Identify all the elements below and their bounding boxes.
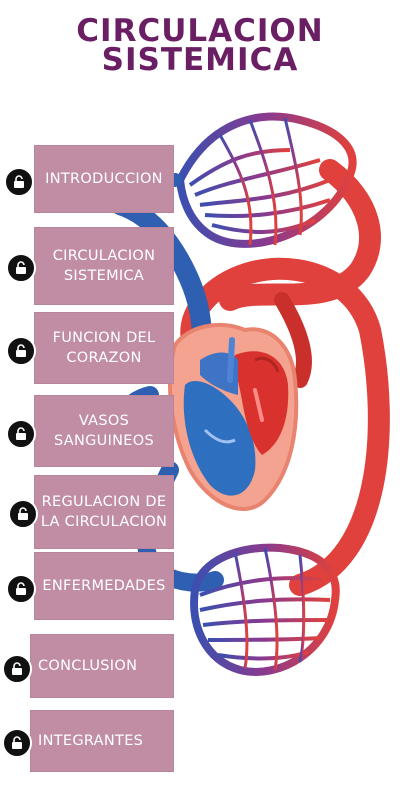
page-title-line1: CIRCULACION <box>76 13 324 49</box>
menu-item-label: FUNCION DEL CORAZON <box>52 330 156 366</box>
lock-open-icon <box>6 419 36 449</box>
menu-item-regulacion-de-la-circulacion[interactable]: REGULACION DE LA CIRCULACION <box>0 475 180 549</box>
lock-open-icon <box>6 253 36 283</box>
menu-item-conclusion[interactable]: CONCLUSION <box>0 634 180 698</box>
menu-item-enfermedades[interactable]: ENFERMEDADES <box>0 552 180 620</box>
heart <box>168 323 299 511</box>
lock-open-icon <box>2 728 32 758</box>
lock-open-icon <box>4 167 34 197</box>
page-title-line2: SISTEMICA <box>101 42 299 78</box>
menu-item-label: ENFERMEDADES <box>42 578 166 594</box>
menu-item-introduccion[interactable]: INTRODUCCION <box>0 145 180 213</box>
menu-item-label: CONCLUSION <box>38 658 138 674</box>
menu-item-label: VASOS SANGUINEOS <box>54 413 154 449</box>
menu-item-label: REGULACION DE LA CIRCULACION <box>40 494 168 530</box>
menu-item-vasos-sanguineos[interactable]: VASOS SANGUINEOS <box>0 395 180 467</box>
lock-open-icon <box>6 336 36 366</box>
menu-item-label: INTRODUCCION <box>45 171 163 187</box>
lock-open-icon <box>2 654 32 684</box>
menu-item-label: CIRCULACION SISTEMICA <box>52 248 156 284</box>
menu-item-circulacion-sistemica[interactable]: CIRCULACION SISTEMICA <box>0 227 180 305</box>
lock-open-icon <box>8 499 38 529</box>
menu-item-integrantes[interactable]: INTEGRANTES <box>0 710 180 772</box>
menu-item-funcion-del-corazon[interactable]: FUNCION DEL CORAZON <box>0 312 180 384</box>
top-capillary-bed <box>143 112 357 248</box>
lock-open-icon <box>6 574 36 604</box>
menu-item-label: INTEGRANTES <box>38 733 144 749</box>
bottom-capillary-bed <box>190 543 340 676</box>
